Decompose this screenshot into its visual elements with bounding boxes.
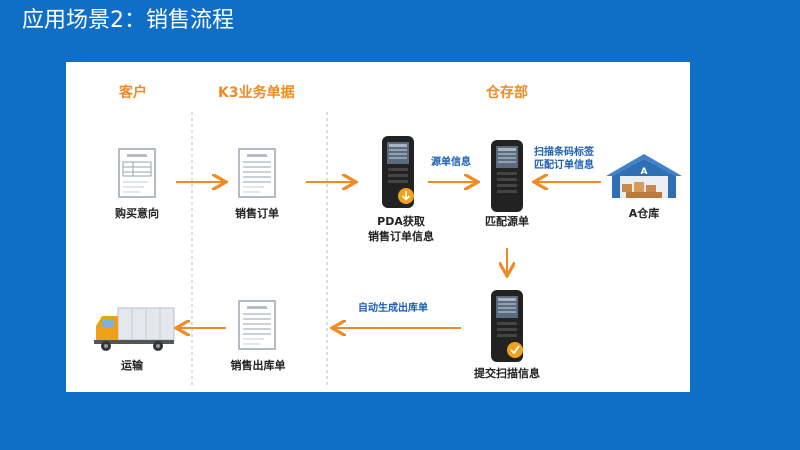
node-label-pda-get-line1: PDA获取	[377, 215, 425, 228]
node-label-warehouse-a: A仓库	[628, 207, 660, 220]
document-icon	[118, 148, 156, 198]
column-dividers	[191, 112, 328, 387]
flow-arrows	[66, 62, 601, 392]
warehouse-icon: A	[606, 154, 682, 198]
node-label-pda-get: PDA获取 销售订单信息	[354, 214, 448, 244]
column-header-customer: 客户	[119, 85, 147, 101]
document-icon	[238, 148, 276, 198]
node-label-pda-get-line2: 销售订单信息	[368, 230, 434, 243]
svg-text:A: A	[641, 167, 648, 177]
document-icon	[238, 300, 276, 350]
truck-icon	[94, 307, 175, 351]
arrow-label-auto-generate: 自动生成出库单	[358, 303, 428, 314]
pda-device-icon	[382, 136, 414, 208]
node-label-purchase-intent: 购买意向	[115, 207, 159, 220]
pda-device-icon	[491, 140, 523, 212]
node-label-sales-outbound: 销售出库单	[230, 359, 286, 372]
node-label-submit-scan: 提交扫描信息	[474, 367, 540, 380]
node-label-match-source: 匹配源单	[485, 215, 529, 228]
arrow-label-source-info: 源单信息	[431, 157, 471, 168]
arrow-label-scan-line1: 扫描条码标签	[534, 147, 594, 158]
node-label-transport: 运输	[121, 359, 143, 372]
slide-title: 应用场景2：销售流程	[22, 8, 234, 33]
diagram-panel: 客户 K3业务单据 仓存部	[66, 62, 690, 392]
arrow-label-scan-line2: 匹配订单信息	[534, 160, 594, 171]
node-label-sales-order: 销售订单	[235, 207, 279, 220]
column-header-k3: K3业务单据	[218, 85, 295, 101]
arrow-label-scan-barcode: 扫描条码标签 匹配订单信息	[534, 146, 594, 172]
pda-device-icon	[491, 290, 523, 362]
column-header-warehouse: 仓存部	[486, 85, 528, 101]
